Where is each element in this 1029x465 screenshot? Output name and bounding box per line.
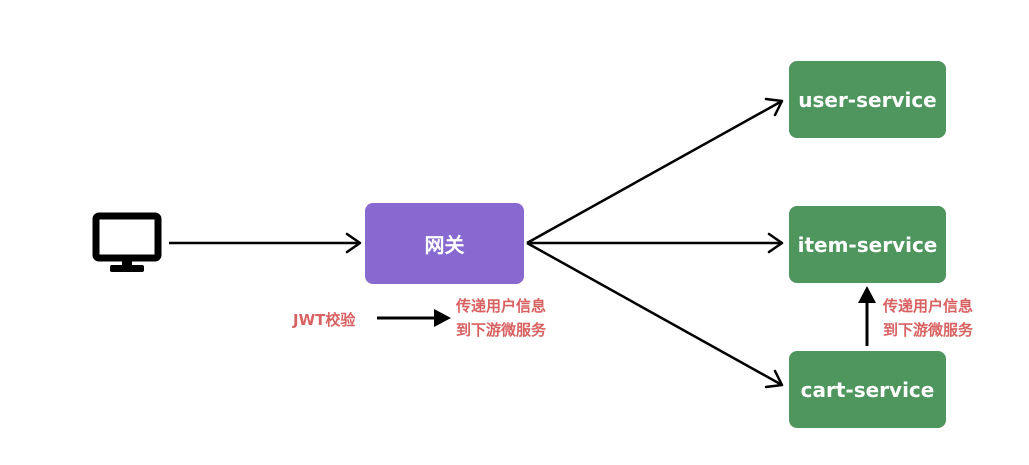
cart-pass-line-2: 到下游微服务 [883, 321, 974, 339]
gateway-pass-note: 传递用户信息 到下游微服务 [456, 294, 546, 342]
item-service-node: item-service [789, 206, 946, 283]
arrow-cart-to-item [858, 286, 876, 346]
user-service-node: user-service [789, 61, 946, 138]
arrow-jwt-to-pass [377, 309, 451, 327]
jwt-note: JWT校验 [293, 308, 355, 332]
monitor-icon [92, 212, 162, 272]
cart-pass-note: 传递用户信息 到下游微服务 [883, 294, 973, 342]
gateway-node: 网关 [365, 203, 524, 284]
gateway-label: 网关 [424, 233, 465, 257]
arrow-gateway-to-user-service [526, 97, 784, 245]
user-service-label: user-service [798, 87, 937, 112]
jwt-note-text: JWT校验 [293, 311, 356, 329]
gateway-pass-line-1: 传递用户信息 [456, 297, 547, 315]
cart-pass-line-1: 传递用户信息 [883, 297, 974, 315]
arrow-gateway-to-item-service [527, 232, 784, 254]
arrow-client-to-gateway [169, 232, 362, 254]
gateway-pass-line-2: 到下游微服务 [456, 321, 547, 339]
arrow-gateway-to-cart-service [526, 241, 784, 389]
cart-service-label: cart-service [800, 377, 935, 402]
item-service-label: item-service [797, 232, 938, 257]
cart-service-node: cart-service [789, 351, 946, 428]
